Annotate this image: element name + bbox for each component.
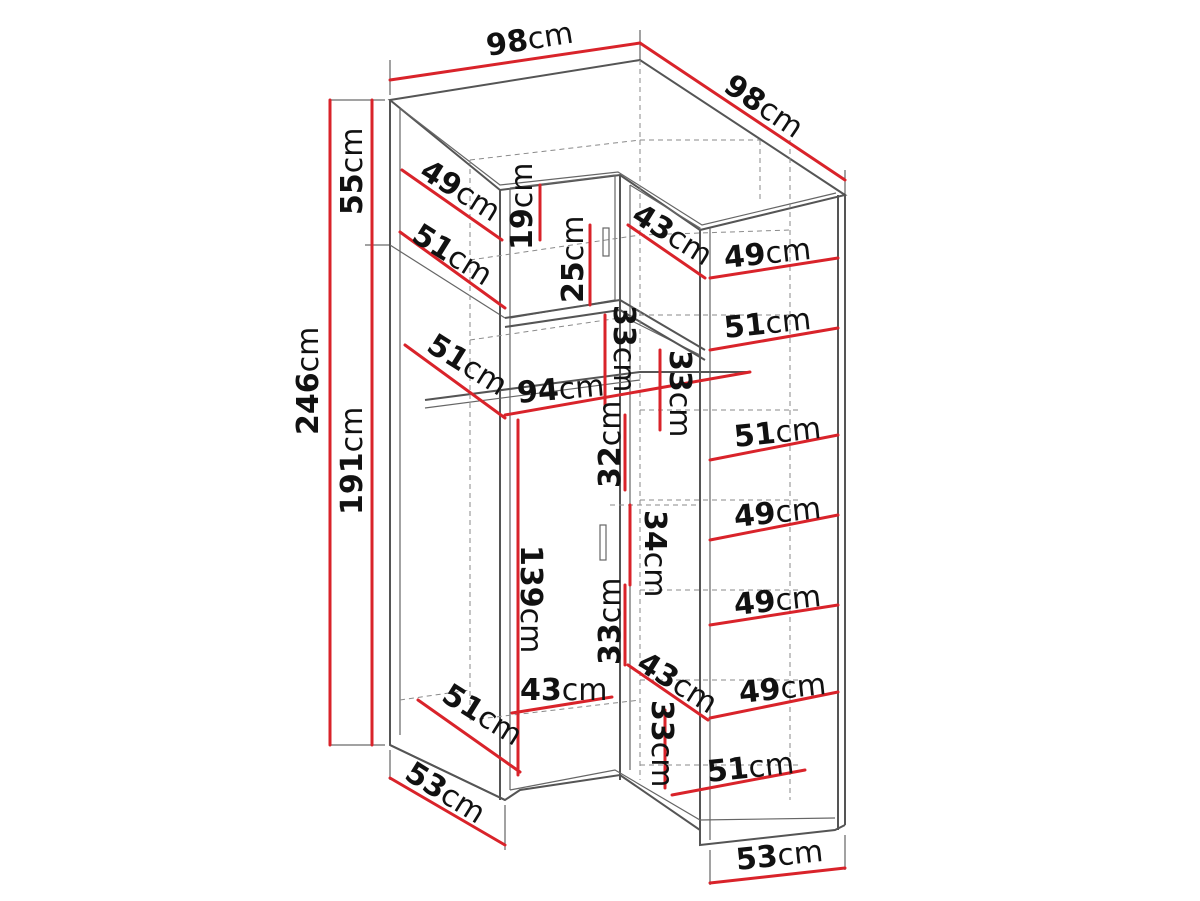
label-right-shelf-4: 49cm xyxy=(732,491,823,535)
label-hanging-rail: 94cm xyxy=(516,368,606,410)
label-inner-height-3: 32cm xyxy=(593,401,628,488)
hanging-rail xyxy=(424,371,750,401)
label-left-top-shelf: 49cm xyxy=(414,153,507,229)
label-inner-height-6: 33cm xyxy=(644,700,679,787)
dimension-lines xyxy=(328,41,847,885)
label-right-shelf-5: 49cm xyxy=(732,579,823,623)
label-upper-small: 19cm xyxy=(505,163,540,250)
label-right-shelf-6: 49cm xyxy=(737,667,828,711)
dimension-labels: 98cm 98cm 246cm 55cm 191cm 49cm 51cm 51c… xyxy=(291,16,828,878)
upper-door-handle xyxy=(602,227,610,257)
lower-door-handle xyxy=(599,524,607,561)
label-left-base-depth: 53cm xyxy=(399,755,492,831)
label-corner-shelf-lower-left: 43cm xyxy=(520,673,607,708)
label-top-width-right: 98cm xyxy=(718,68,810,146)
label-right-shelf-7: 51cm xyxy=(705,746,796,790)
label-inner-height-1: 33cm xyxy=(606,305,641,392)
wardrobe-body xyxy=(387,58,848,847)
label-right-shelf-2: 51cm xyxy=(722,302,813,346)
label-inner-height-5: 33cm xyxy=(593,578,628,665)
label-top-width-left: 98cm xyxy=(484,16,576,64)
top-inner-edge xyxy=(399,107,837,226)
label-right-shelf-1: 49cm xyxy=(722,232,813,276)
label-right-shelf-3: 51cm xyxy=(732,411,823,455)
label-upper-door: 25cm xyxy=(556,216,591,303)
label-upper-height: 55cm xyxy=(335,128,370,215)
label-inner-height-2: 33cm xyxy=(662,350,697,437)
label-right-base-depth: 53cm xyxy=(734,834,825,878)
label-lower-height: 191cm xyxy=(335,407,370,515)
extension-lines xyxy=(330,30,846,885)
label-left-bottom-depth: 51cm xyxy=(436,677,529,753)
label-long-compartment: 139cm xyxy=(513,545,548,653)
label-total-height: 246cm xyxy=(291,327,326,435)
label-inner-height-4: 34cm xyxy=(637,510,672,597)
